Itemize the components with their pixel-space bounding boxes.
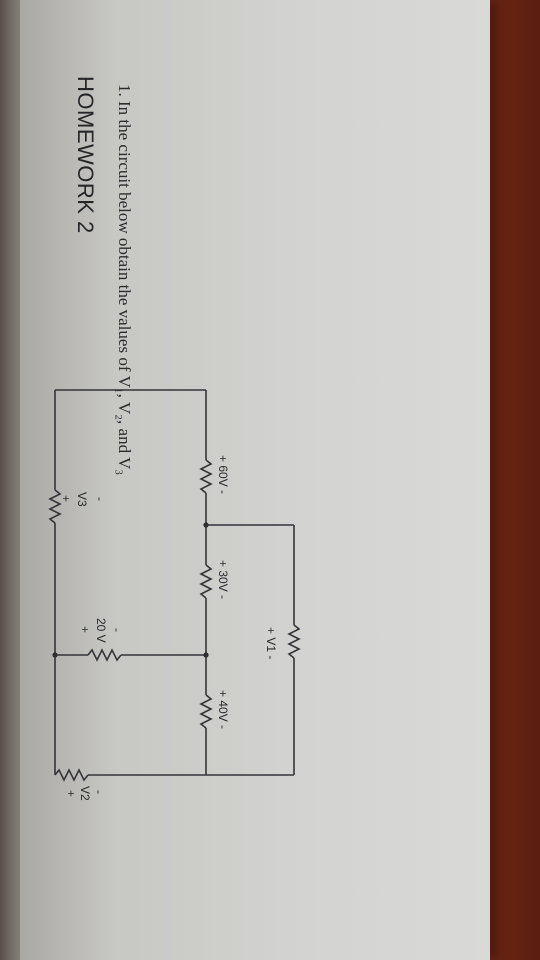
resistor-v3 [48, 489, 62, 524]
homework-sheet [20, 0, 490, 960]
label-20v-plus: + [78, 626, 92, 634]
node-b [203, 652, 209, 658]
label-40v: + 40V - [216, 690, 230, 730]
resistor-60v [199, 459, 213, 494]
label-v2-minus: - [92, 790, 106, 794]
node-c [52, 652, 58, 658]
node-a [203, 522, 209, 528]
label-60v: + 60V - [216, 455, 230, 495]
label-30v: + 30V - [216, 560, 230, 600]
label-20v-minus: - [110, 628, 124, 632]
label-v2: V2 [78, 786, 92, 801]
resistor-v1 [287, 624, 301, 659]
label-v2-plus: + [64, 790, 78, 798]
label-20v: 20 V [94, 618, 108, 643]
resistor-40v [199, 694, 213, 729]
label-v3: V3 [75, 492, 89, 507]
label-v3-minus: - [93, 497, 107, 501]
label-v3-plus: + [59, 495, 73, 503]
resistor-20v [87, 648, 122, 662]
resistor-30v [199, 564, 213, 599]
label-v1: + V1 - [264, 627, 278, 660]
resistor-v2 [54, 768, 89, 782]
